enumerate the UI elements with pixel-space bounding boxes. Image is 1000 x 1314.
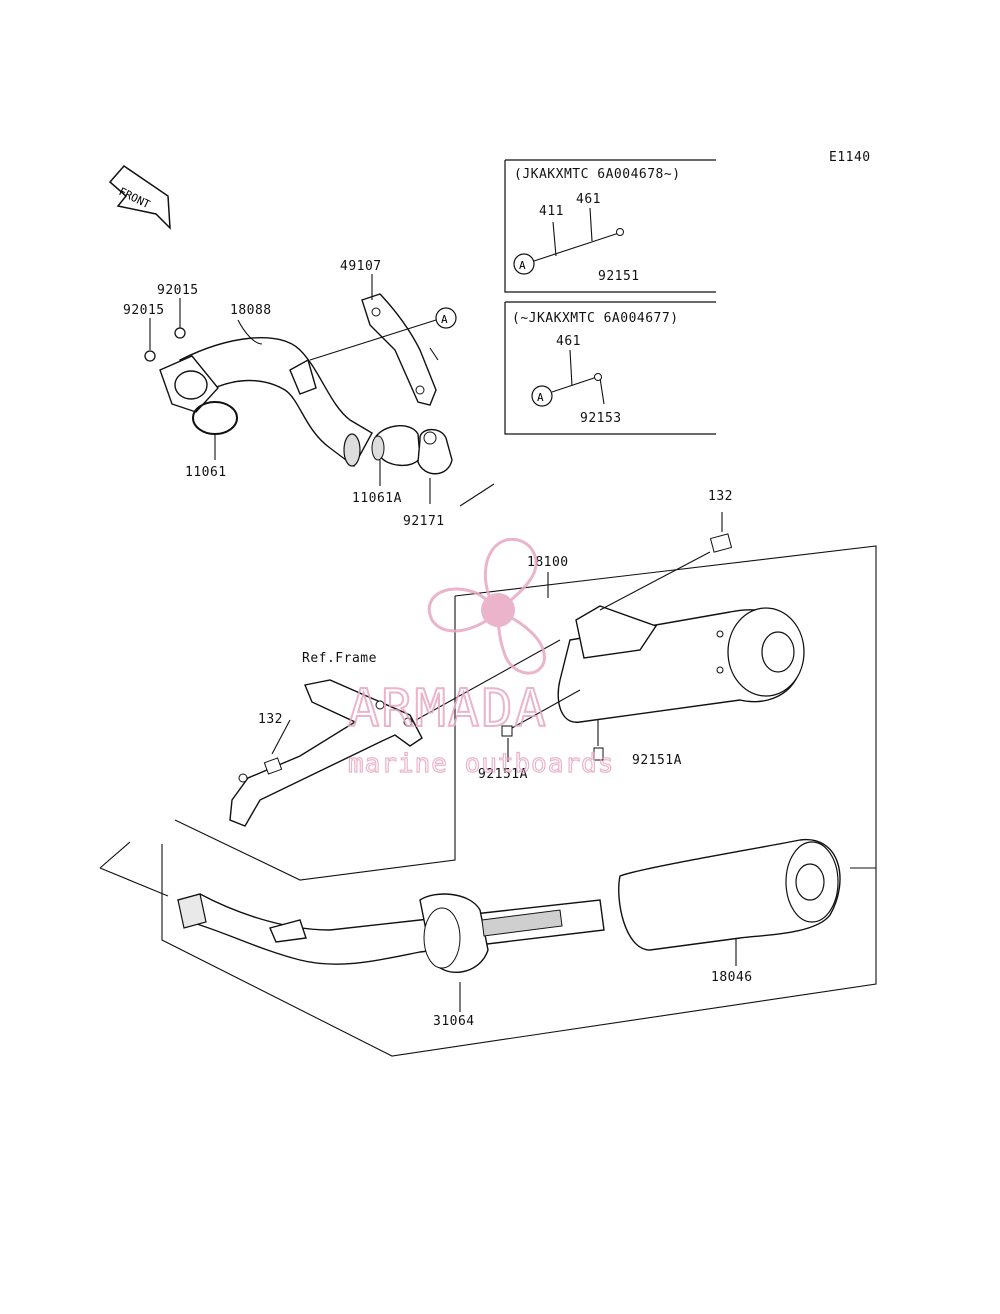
part-number-18100: 18100 — [527, 555, 569, 570]
part-number-461: 461 — [576, 192, 601, 207]
inset-bottom-header: (~JKAKXMTC 6A004677) — [512, 311, 679, 326]
watermark-tagline: marine outboards — [348, 749, 614, 779]
gasket-11061A — [371, 425, 421, 466]
part-number-31064: 31064 — [433, 1014, 475, 1029]
part-number-18088: 18088 — [230, 303, 272, 318]
part-number-461: 461 — [556, 334, 581, 349]
part-number-411: 411 — [539, 204, 564, 219]
circle-marker-a — [531, 385, 553, 407]
part-number-49107: 49107 — [340, 259, 382, 274]
circle-marker-a — [513, 253, 535, 275]
inset-box-new-serial: (JKAKXMTC 6A004678~) A 411 461 92151 — [504, 159, 716, 293]
part-number-11061A: 11061A — [352, 491, 402, 506]
inset-top-circle-label: A — [519, 259, 526, 272]
bolt-132-upper — [709, 533, 733, 553]
silencer-18046 — [618, 839, 841, 951]
frame-bracket — [229, 679, 423, 827]
clamp-92171 — [417, 428, 453, 475]
part-number-92171: 92171 — [403, 514, 445, 529]
watermark-brand: ARMADA — [348, 679, 548, 739]
header-pipe-18088 — [159, 336, 373, 468]
part-number-92015: 92015 — [157, 283, 199, 298]
part-number-11061: 11061 — [185, 465, 227, 480]
inset-bottom-circle-label: A — [537, 391, 544, 404]
armada-watermark: ARMADA marine outboards — [347, 537, 614, 780]
part-number-92151: 92151 — [598, 269, 640, 284]
leader-lines-upper — [149, 274, 495, 507]
ref-frame-label: Ref.Frame — [302, 651, 377, 666]
part-number-132: 132 — [258, 712, 283, 727]
mid-pipe — [176, 893, 605, 965]
muffler-18100 — [557, 605, 805, 723]
part-number-92151A: 92151A — [632, 753, 682, 768]
muffler-group-outline — [99, 545, 877, 1057]
heat-guard-49107 — [361, 293, 437, 406]
diagram-code: E1140 — [829, 150, 871, 165]
propeller-logo-icon — [427, 537, 546, 675]
part-number-18046: 18046 — [711, 970, 753, 985]
front-arrow-icon: FRONT — [108, 165, 171, 230]
bolt-92151A-right — [593, 747, 604, 761]
part-number-92151A: 92151A — [478, 767, 528, 782]
inset-top-header: (JKAKXMTC 6A004678~) — [514, 167, 681, 182]
nut-92015-a — [144, 350, 156, 362]
vent-grille — [481, 909, 563, 937]
nut-92015-b — [174, 327, 186, 339]
circle-marker-a — [435, 307, 457, 329]
part-number-92015: 92015 — [123, 303, 165, 318]
inset-box-old-serial: (~JKAKXMTC 6A004677) A 461 92153 — [504, 301, 716, 435]
gasket-11061 — [192, 401, 238, 435]
callout-a-label: A — [441, 313, 448, 326]
heat-guard-31064 — [419, 893, 489, 974]
part-number-132: 132 — [708, 489, 733, 504]
bolt-92151A-left — [501, 725, 513, 737]
part-number-92153: 92153 — [580, 411, 622, 426]
